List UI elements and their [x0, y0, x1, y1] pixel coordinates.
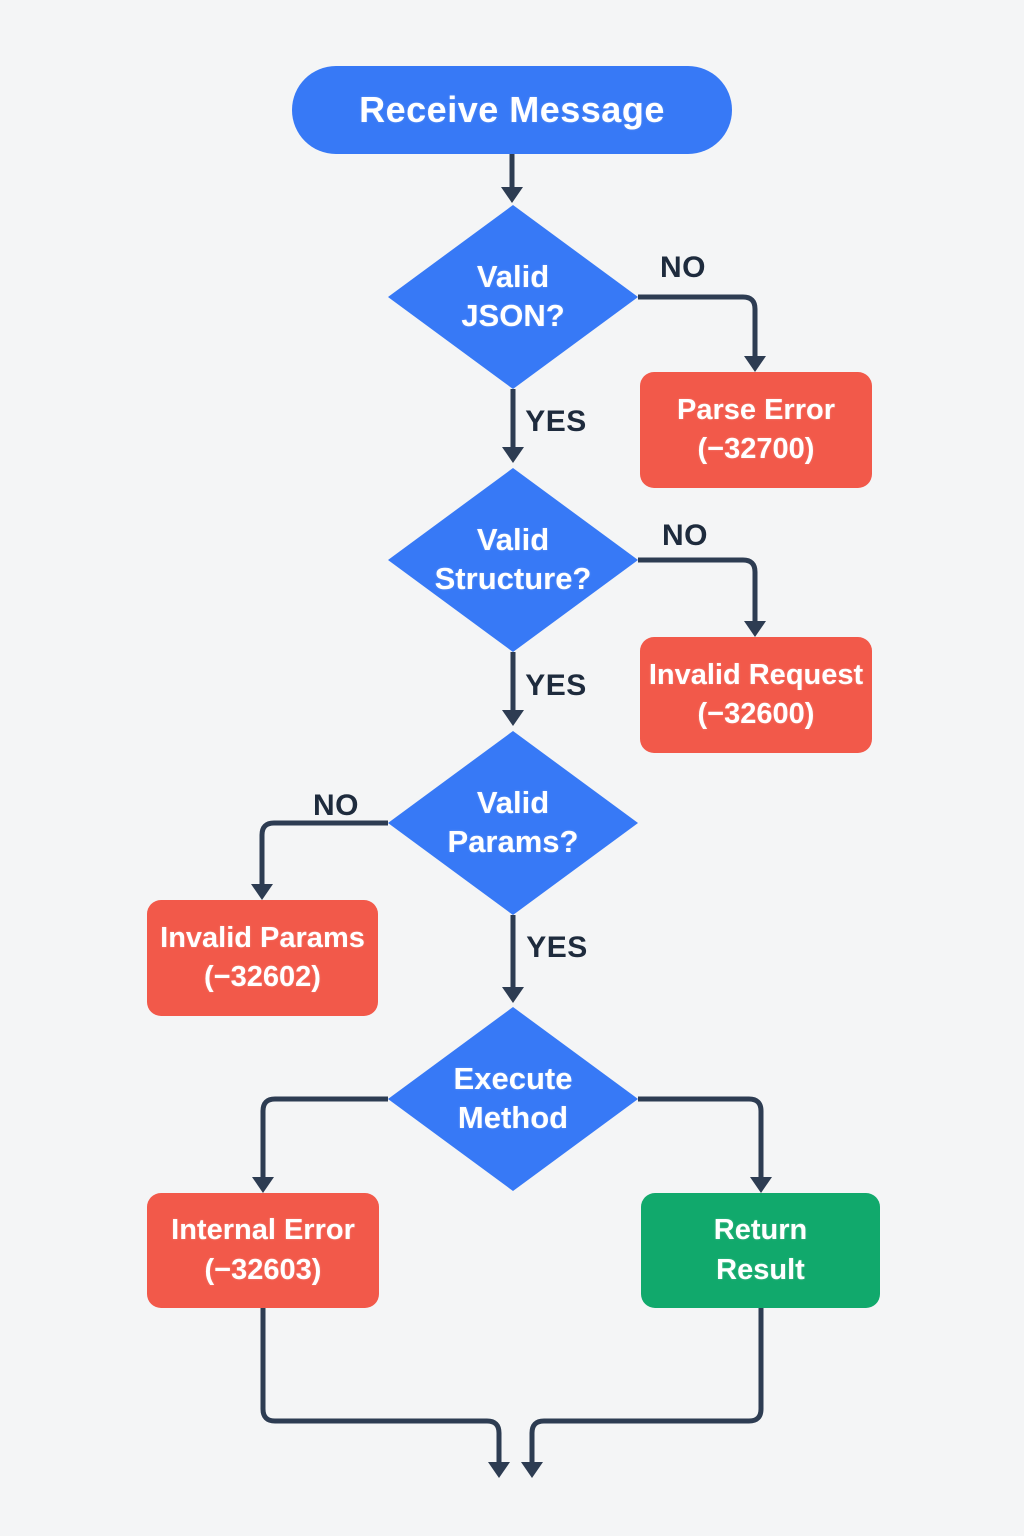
- edge-to-internal-error: [260, 1096, 388, 1179]
- edge-label-yes-valid-params: YES: [526, 931, 588, 964]
- edge-label-no-valid-params: NO: [313, 789, 359, 822]
- decision-execute-method-line1: Execute: [453, 1061, 573, 1097]
- outcome-internal-error-line1: Internal Error: [171, 1214, 355, 1247]
- outcome-invalid-params-line2: (−32602): [204, 961, 321, 993]
- outcome-return-result: Return Result: [641, 1193, 880, 1308]
- decision-valid-structure-line1: Valid: [476, 522, 550, 558]
- edge-to-return-result: [638, 1096, 764, 1179]
- arrowhead-internal-error: [252, 1177, 274, 1193]
- arrowhead-valid-structure: [502, 447, 524, 463]
- outcome-invalid-request-line1: Invalid Request: [648, 658, 864, 691]
- outcome-parse-error-line2: (−32700): [697, 433, 815, 465]
- outcome-return-result-line2: Result: [716, 1253, 805, 1286]
- decision-valid-json-line1: Valid: [476, 259, 550, 295]
- arrowhead-invalid-request: [744, 621, 766, 637]
- start-node-receive-message: Receive Message: [292, 66, 732, 154]
- edge-label-no-valid-json: NO: [660, 251, 706, 284]
- edge-no-to-parse-error: [638, 294, 758, 358]
- arrowhead-execute-method: [502, 987, 524, 1003]
- decision-valid-structure-line2: Structure?: [434, 561, 592, 596]
- outcome-invalid-params-line1: Invalid Params: [160, 921, 365, 954]
- outcome-internal-error: Internal Error (−32603): [147, 1193, 379, 1308]
- outcome-invalid-params: Invalid Params (−32602): [147, 900, 378, 1016]
- edge-no-to-invalid-request: [638, 557, 758, 623]
- edge-label-yes-valid-json: YES: [525, 405, 587, 438]
- decision-valid-params-line1: Valid: [476, 785, 550, 821]
- arrowhead-merge-left: [488, 1462, 510, 1478]
- decision-valid-json-line2: JSON?: [461, 298, 565, 333]
- arrowhead-parse-error: [744, 356, 766, 372]
- arrowhead-invalid-params: [251, 884, 273, 900]
- edge-no-to-invalid-params: [259, 820, 388, 886]
- outcome-internal-error-line2: (−32603): [204, 1253, 322, 1286]
- arrowhead-valid-json: [501, 187, 523, 203]
- decision-valid-params-line2: Params?: [447, 824, 579, 859]
- edge-internal-error-out: [260, 1308, 502, 1464]
- outcome-invalid-request-line2: (−32600): [697, 698, 815, 730]
- outcome-parse-error: Parse Error (−32700): [640, 372, 872, 488]
- edge-label-no-valid-structure: NO: [662, 519, 708, 552]
- arrowhead-merge-right: [521, 1462, 543, 1478]
- edge-label-yes-valid-structure: YES: [525, 669, 587, 702]
- outcome-parse-error-line1: Parse Error: [677, 393, 835, 426]
- outcome-return-result-line1: Return: [713, 1214, 808, 1247]
- arrowhead-valid-params: [502, 710, 524, 726]
- decision-execute-method-line2: Method: [457, 1100, 569, 1135]
- arrowhead-return-result: [750, 1177, 772, 1193]
- edge-return-result-out: [529, 1308, 764, 1464]
- outcome-invalid-request: Invalid Request (−32600): [640, 637, 872, 753]
- start-node-label: Receive Message: [359, 89, 665, 130]
